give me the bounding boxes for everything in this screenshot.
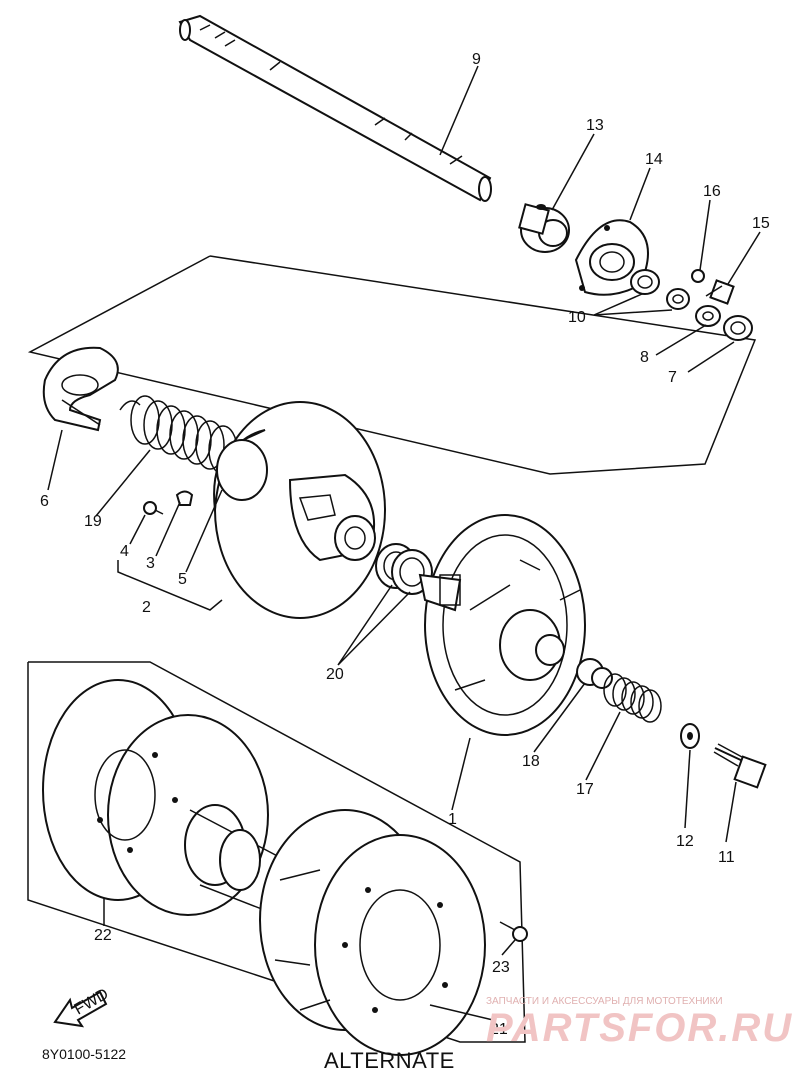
callout-13: 13 (586, 117, 604, 134)
callout-3: 3 (146, 555, 155, 572)
part-21-fixed-sheave (259, 809, 486, 1056)
callout-8: 8 (640, 349, 649, 366)
callout-12: 12 (676, 833, 694, 850)
callout-1: 1 (448, 811, 457, 828)
part-19-compression-spring (119, 395, 238, 475)
part-7-washer (723, 315, 753, 341)
callout-20: 20 (326, 666, 344, 683)
part-13-bearing (518, 203, 570, 253)
callout-10: 10 (568, 309, 586, 326)
part-14-bearing-housing (574, 219, 649, 296)
fwd-label: FWD (72, 986, 112, 1019)
callout-15: 15 (752, 215, 770, 232)
callout-7: 7 (668, 369, 677, 386)
callout-6: 6 (40, 493, 49, 510)
part-8-lock-washer (695, 305, 721, 327)
callout-23: 23 (492, 959, 510, 976)
callout-16: 16 (703, 183, 721, 200)
callout-9: 9 (472, 51, 481, 68)
callout-11: 11 (718, 849, 735, 866)
part-11-bolt (713, 743, 767, 789)
alternate-label: ALTERNATE (324, 1048, 455, 1073)
part-4-screw (143, 501, 164, 515)
leader-lines (47, 65, 761, 1021)
fwd-arrow-icon (53, 990, 108, 1028)
part-17-spring (603, 673, 662, 723)
part-1-fixed-sheave (418, 514, 586, 736)
part-15-bolt (705, 279, 735, 305)
callout-14: 14 (645, 151, 663, 168)
part-18-collar (576, 658, 613, 689)
watermark-tagline: ЗАПЧАСТИ И АКСЕССУАРЫ ДЛЯ МОТОТЕХНИКИ (486, 996, 723, 1007)
callout-17: 17 (576, 781, 594, 798)
alternate-shaft-body (184, 804, 291, 921)
callout-21: 21 (490, 1021, 508, 1038)
callout-4: 4 (120, 543, 129, 560)
callout-22: 22 (94, 927, 112, 944)
watermark-logo: PARTSFOR.RU (486, 1006, 794, 1050)
callout-18: 18 (522, 753, 540, 770)
callout-2: 2 (142, 599, 151, 616)
part-23-screw (499, 921, 528, 942)
part-12-washer (680, 723, 700, 749)
alternate-assembly-outline (27, 661, 526, 1043)
part-10-washers (630, 269, 690, 310)
part-3-slider (175, 490, 194, 506)
reference-code: 8Y0100-5122 (42, 1046, 127, 1062)
part-2-sliding-sheave (213, 401, 386, 619)
callout-19: 19 (84, 513, 102, 530)
callout-5: 5 (178, 571, 187, 588)
part-9-secondary-shaft (178, 14, 492, 202)
part-16-nut (691, 269, 705, 283)
part-6-spring-seat-cam (42, 346, 119, 432)
upper-assembly-outline (27, 255, 757, 475)
